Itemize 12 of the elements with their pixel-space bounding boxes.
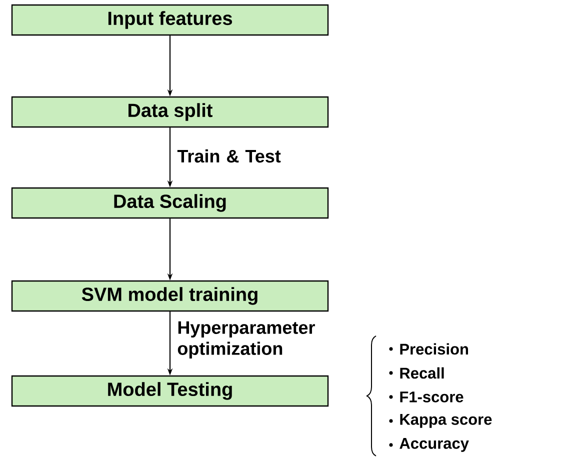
process-box: Data Scaling (11, 187, 329, 219)
list-item: Accuracy (389, 438, 469, 452)
list-item: Precision (389, 343, 468, 355)
process-box: Input features (11, 4, 329, 36)
process-box: Data split (11, 96, 329, 128)
list-item: F1-score (389, 392, 464, 402)
list-item: Recall (389, 367, 444, 379)
process-box: SVM model training (11, 280, 329, 312)
process-box: Model Testing (11, 375, 329, 407)
edge-label: Train & Test (177, 149, 281, 163)
edge-label: Hyperparameter optimization (178, 321, 315, 359)
list-item: Kappa score (389, 414, 492, 428)
